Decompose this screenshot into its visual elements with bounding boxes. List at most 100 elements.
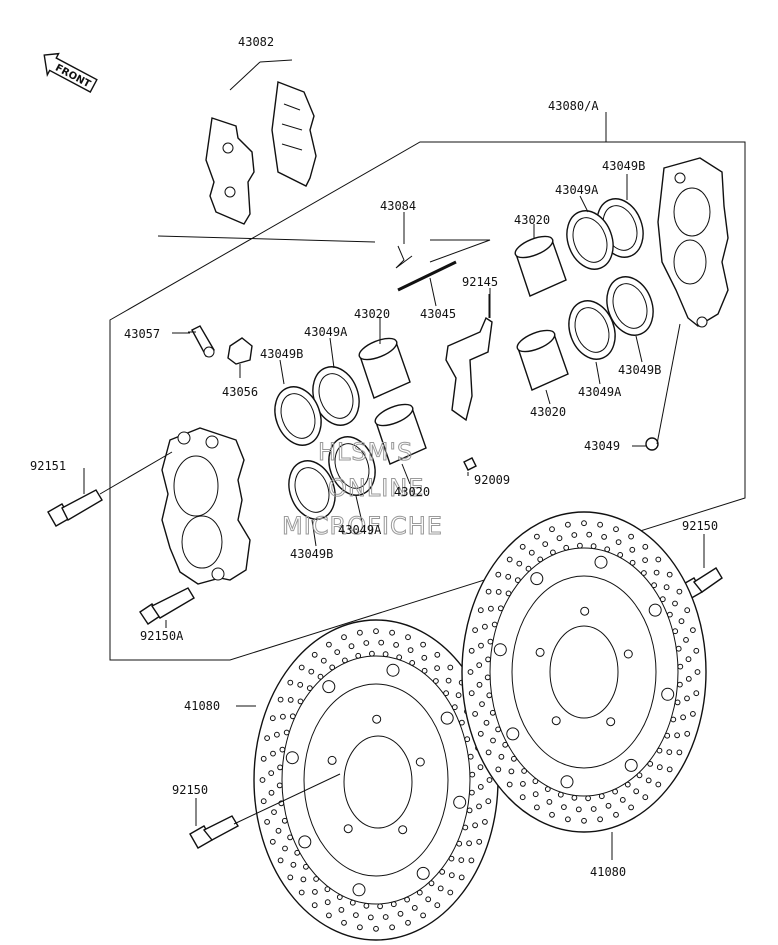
disc-hole — [287, 697, 294, 703]
disc-hole — [464, 736, 471, 743]
disc-hole — [274, 731, 280, 738]
disc-hole — [534, 804, 540, 811]
disc-hole — [468, 647, 475, 654]
disc-hole — [685, 656, 692, 663]
disc-hole — [434, 651, 441, 658]
disc-hole — [664, 732, 671, 739]
disc-hole — [666, 571, 673, 578]
disc-hole — [486, 692, 493, 699]
disc-hole — [487, 638, 494, 645]
disc-hole — [377, 903, 384, 910]
disc-hub-hole — [372, 714, 382, 724]
disc-hole — [467, 669, 474, 675]
disc-hole — [353, 912, 359, 918]
disc-hole — [276, 782, 283, 789]
disc-floater-button — [648, 603, 662, 617]
disc-hole — [434, 665, 441, 671]
disc-hole — [498, 753, 505, 760]
disc-floater-button — [440, 711, 454, 725]
disc-hole — [476, 681, 483, 688]
caliper-body-left — [161, 427, 251, 585]
disc-hole — [389, 629, 396, 636]
label-92009: 92009 — [474, 473, 510, 487]
disc-hole — [613, 811, 619, 818]
disc-hole — [260, 755, 267, 762]
disc-hole — [348, 643, 355, 650]
disc-hole — [659, 596, 666, 603]
disc-hole — [469, 789, 475, 796]
disc-hole — [382, 651, 389, 658]
bolt-92009 — [463, 457, 477, 471]
disc-hole — [514, 577, 521, 583]
disc-floater-button — [352, 883, 366, 897]
disc-hole — [581, 520, 587, 527]
disc-hole — [561, 804, 567, 810]
disc-hole — [502, 741, 509, 748]
disc-hole — [680, 714, 686, 721]
disc-hole — [556, 535, 563, 542]
disc-hole — [404, 896, 411, 903]
disc-hole — [598, 793, 605, 800]
disc-hole — [663, 584, 670, 591]
label-43020-right: 43020 — [530, 405, 566, 419]
disc-hole — [297, 698, 304, 705]
disc-hole — [468, 857, 475, 864]
disc-hole — [549, 526, 555, 533]
disc-hole — [491, 621, 498, 628]
disc-hole — [389, 924, 396, 931]
disc-hole — [355, 652, 362, 659]
disc-hole — [577, 542, 583, 549]
disc-hole — [490, 737, 496, 744]
disc-hole — [409, 660, 416, 666]
disc-hole — [615, 539, 622, 545]
disc-hole — [655, 781, 662, 788]
disc-hole — [678, 618, 685, 625]
disc-hole — [485, 749, 492, 756]
disc-hole — [693, 647, 700, 654]
disc-hole — [270, 750, 276, 757]
disc-hole — [420, 912, 427, 919]
disc-hole — [469, 771, 476, 778]
caliper-assembly-outline — [109, 141, 746, 661]
disc-hole — [326, 641, 332, 648]
disc-hole — [619, 797, 626, 803]
disc-hole — [451, 704, 458, 711]
disc-hole — [281, 817, 288, 824]
disc-hole — [605, 802, 612, 809]
disc-hole — [477, 784, 484, 790]
disc-hole — [489, 709, 496, 716]
label-43057: 43057 — [124, 327, 160, 341]
label-43049a-right: 43049A — [578, 385, 622, 399]
disc-hole — [396, 654, 403, 661]
disc-hole — [601, 534, 607, 540]
part-labels: 43082 43080/A 43084 43049B 43049A 43020 … — [30, 35, 718, 879]
disc-hole — [448, 855, 455, 862]
disc-hole — [597, 521, 603, 528]
disc-hole — [420, 641, 427, 648]
disc-hole — [495, 589, 502, 595]
disc-hole — [666, 749, 673, 755]
disc-hub-hole — [606, 717, 616, 727]
brake-pad-left — [205, 117, 255, 225]
disc-hole — [397, 910, 404, 917]
disc-hole — [495, 571, 502, 578]
disc-hole — [459, 719, 465, 726]
disc-hole — [341, 634, 347, 641]
disc-hole — [283, 729, 290, 736]
disc-hole — [672, 600, 678, 607]
disc-hole — [411, 905, 418, 911]
disc-hole — [467, 753, 474, 760]
disc-hole — [434, 902, 441, 909]
disc-floater-button — [594, 555, 608, 569]
disc-hole — [645, 777, 652, 784]
disc-hole — [521, 768, 527, 774]
disc-hole — [297, 681, 304, 688]
disc-hole — [557, 791, 564, 798]
disc-hole — [306, 685, 313, 691]
disc-hole — [647, 761, 654, 767]
caliper-body-right — [657, 157, 729, 328]
disc-hole — [260, 798, 267, 805]
disc-hole — [693, 690, 700, 697]
disc-hole — [485, 588, 492, 595]
disc-hole — [633, 788, 640, 795]
